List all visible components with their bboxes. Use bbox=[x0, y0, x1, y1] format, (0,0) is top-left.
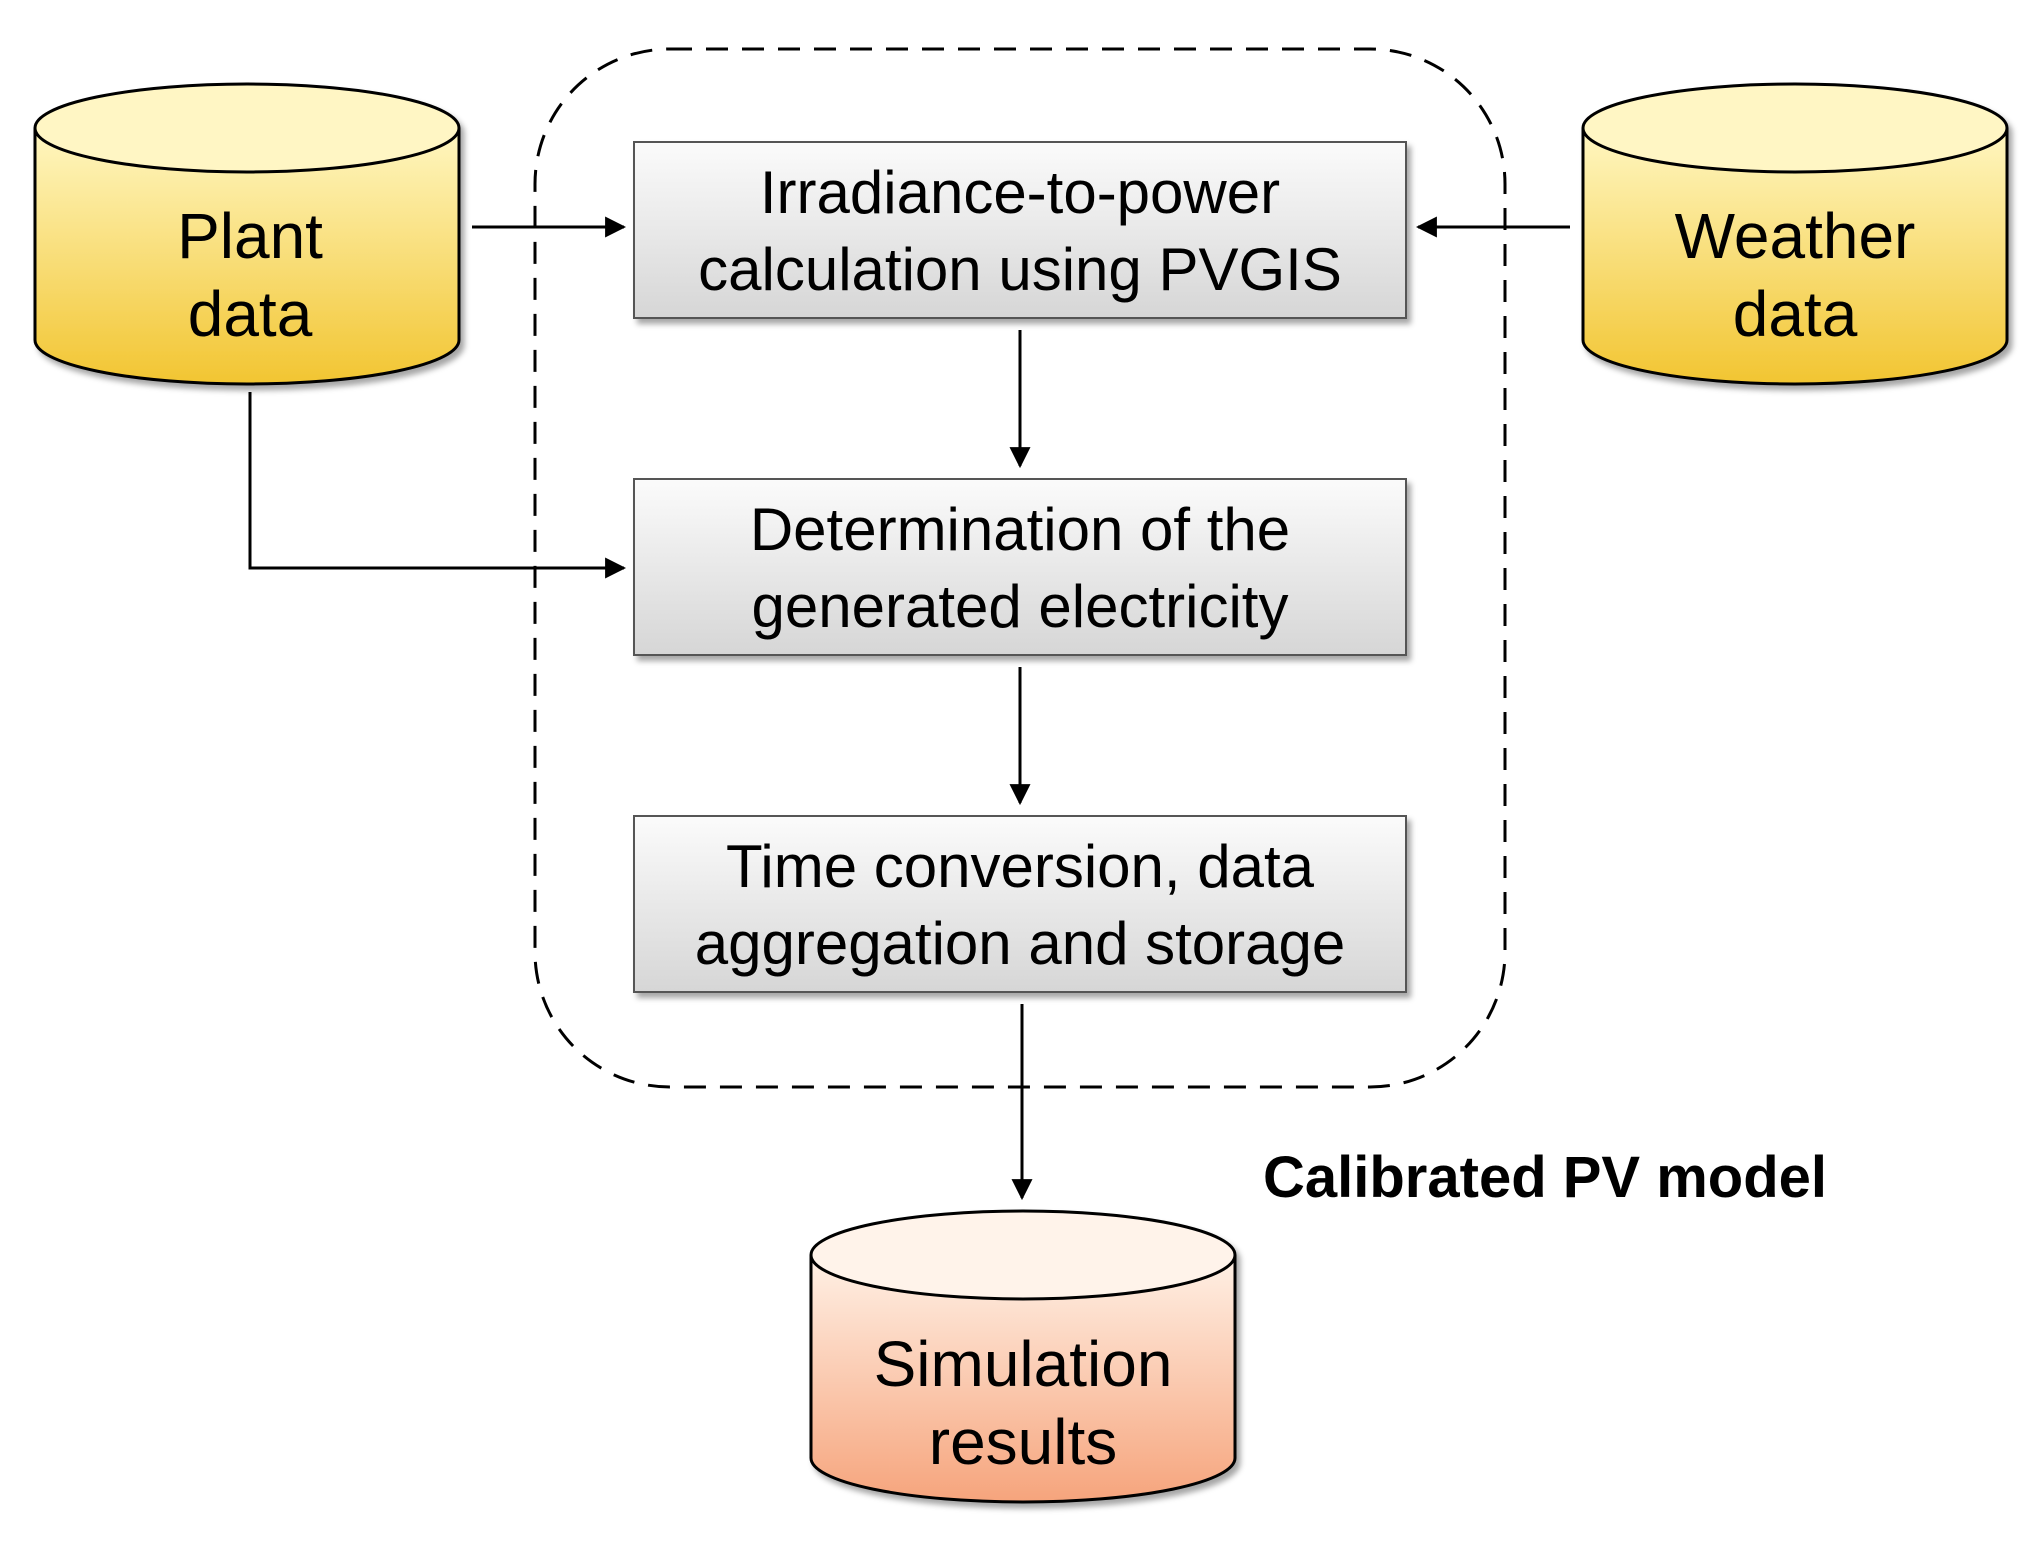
simulation-results-label-line1: Simulation bbox=[874, 1328, 1173, 1400]
simulation-results-database bbox=[809, 1209, 1237, 1504]
step-2-label-line1: Determination of the bbox=[750, 496, 1290, 563]
calibrated-pv-model-label: Calibrated PV model bbox=[1263, 1145, 1827, 1210]
plant-data-label-line1: Plant bbox=[177, 200, 323, 272]
process-step-irradiance-to-power bbox=[633, 141, 1407, 319]
weather-data-label-line2: data bbox=[1733, 278, 1858, 350]
process-step-time-conversion bbox=[633, 815, 1407, 993]
process-step-generated-electricity bbox=[633, 478, 1407, 656]
simulation-results-label-line2: results bbox=[929, 1406, 1118, 1478]
step-1-label-line1: Irradiance-to-power bbox=[760, 159, 1280, 226]
step-3-label-line1: Time conversion, data bbox=[726, 833, 1315, 900]
weather-data-label-line1: Weather bbox=[1675, 200, 1916, 272]
arrow-plant-to-step2 bbox=[248, 392, 627, 579]
weather-data-database bbox=[1581, 82, 2009, 386]
step-2-label-line2: generated electricity bbox=[752, 573, 1289, 640]
step-3-label-line2: aggregation and storage bbox=[695, 910, 1346, 977]
step-1-label-line2: calculation using PVGIS bbox=[698, 236, 1342, 303]
plant-data-database bbox=[33, 82, 461, 386]
plant-data-label-line2: data bbox=[188, 278, 313, 350]
